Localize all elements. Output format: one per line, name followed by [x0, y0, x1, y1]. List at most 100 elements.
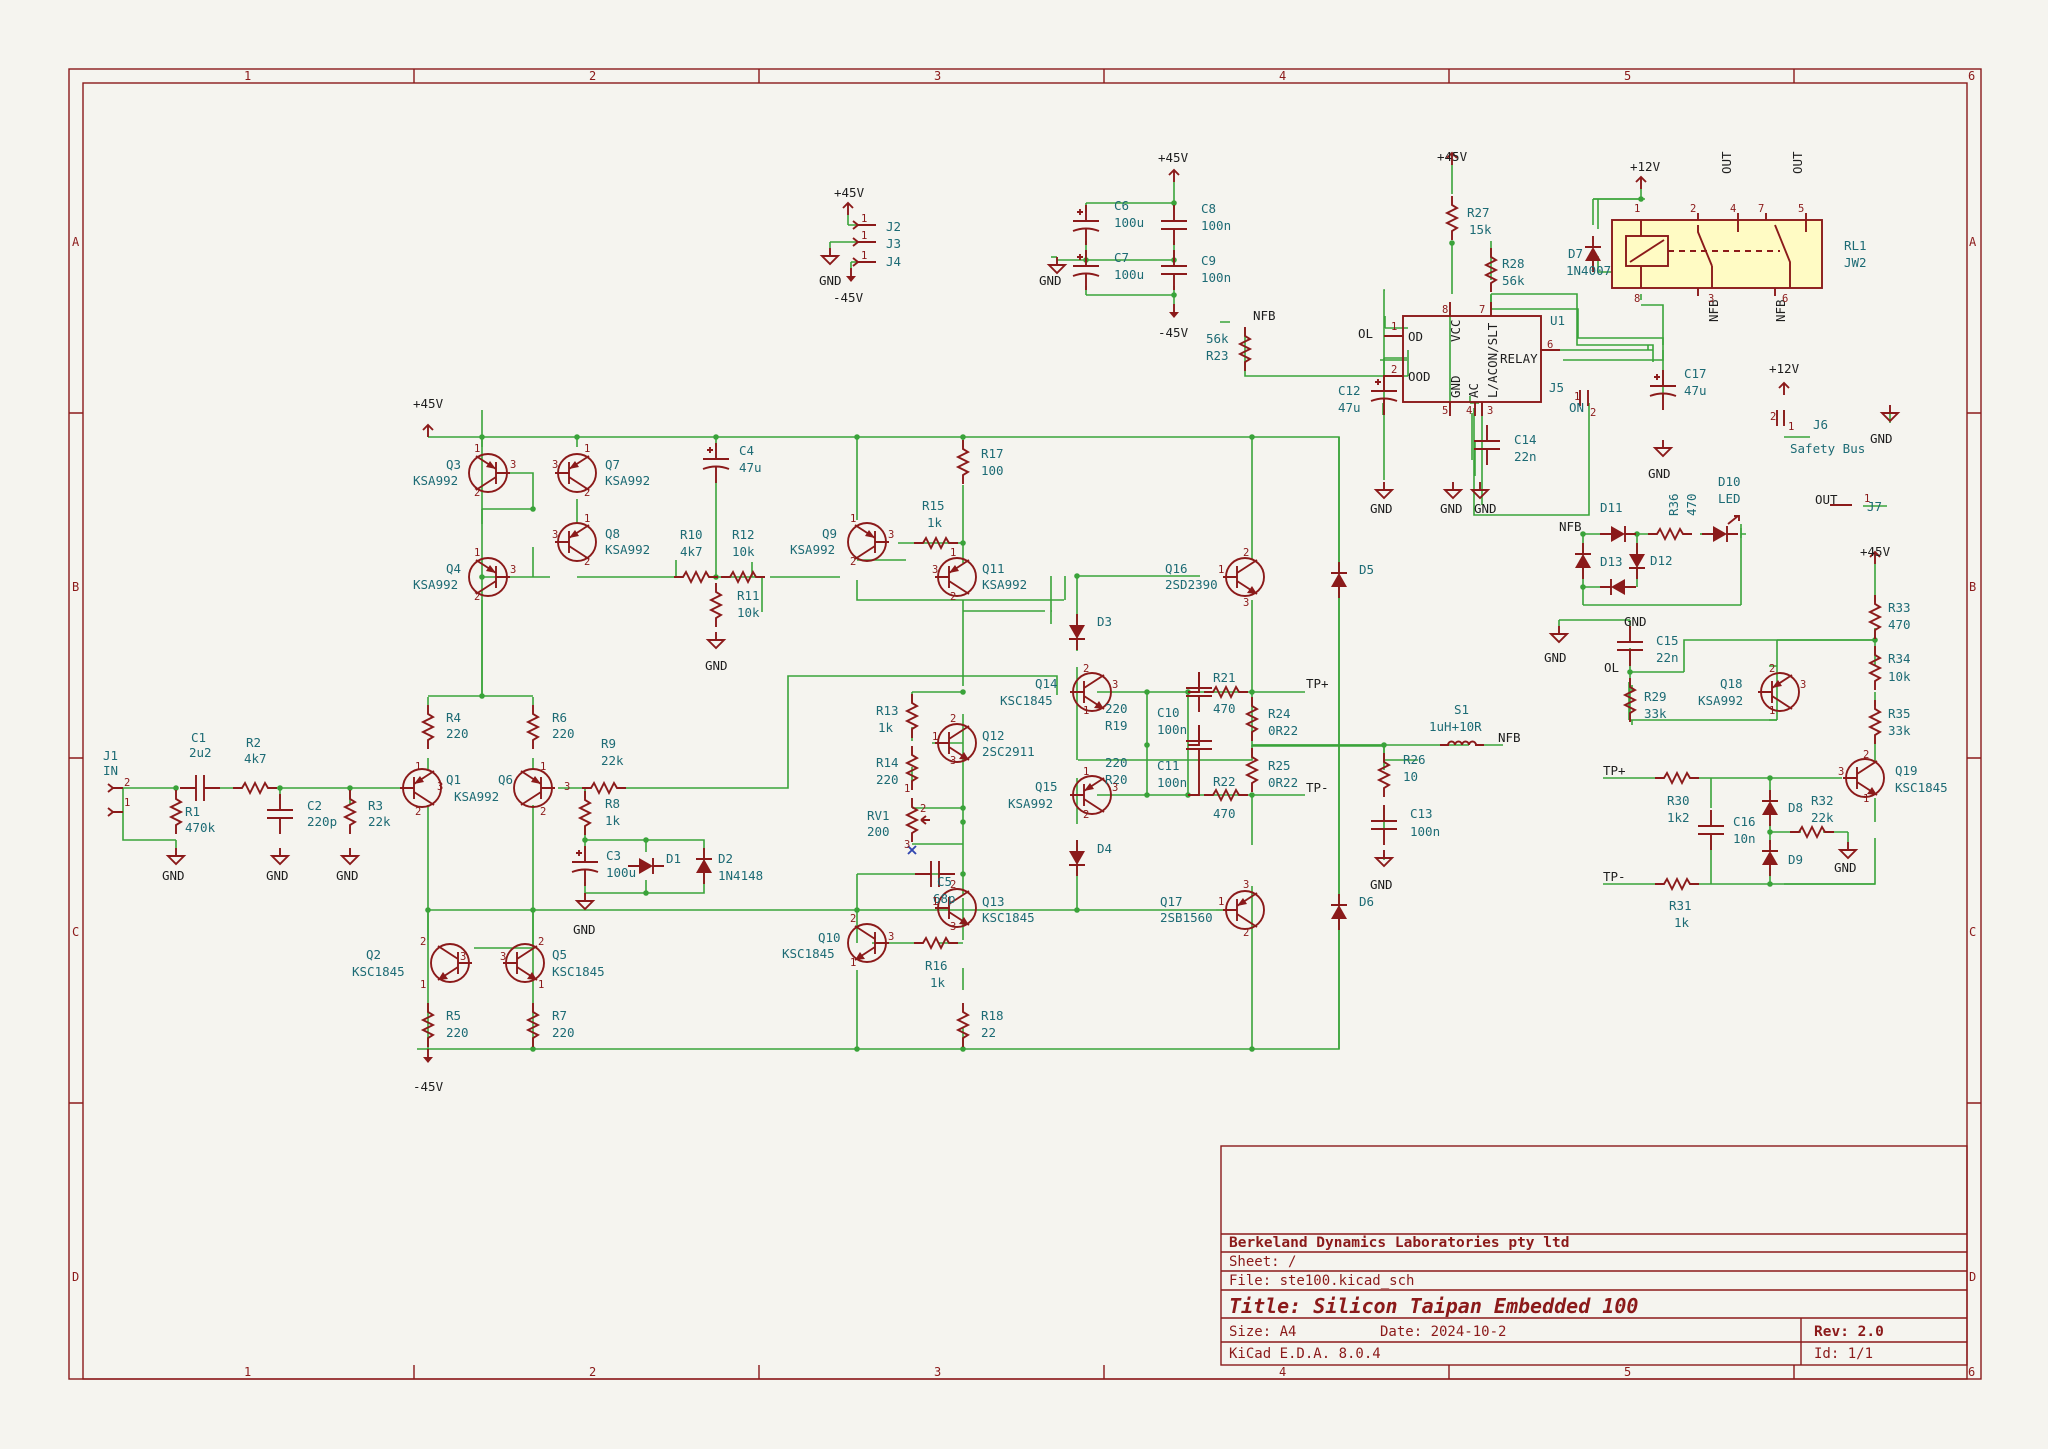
- q6-ref: Q6: [498, 772, 513, 787]
- col-label-4: 4: [1279, 69, 1286, 83]
- svg-text:2: 2: [124, 777, 130, 789]
- nfb-label-3: NFB: [1559, 519, 1582, 534]
- svg-text:6: 6: [1547, 339, 1553, 351]
- svg-text:3: 3: [888, 931, 894, 943]
- r29-ref: R29: [1644, 689, 1667, 704]
- svg-text:1: 1: [932, 731, 938, 743]
- r35-value: 33k: [1888, 723, 1911, 738]
- r9-value: 22k: [601, 753, 624, 768]
- c2-ref: C2: [307, 798, 322, 813]
- c1-ref: C1: [191, 730, 206, 745]
- svg-text:2: 2: [415, 806, 421, 818]
- r14-ref: R14: [876, 755, 899, 770]
- svg-text:3: 3: [1112, 679, 1118, 691]
- r5-ref: R5: [446, 1008, 461, 1023]
- svg-text:1: 1: [1218, 564, 1224, 576]
- svg-text:2: 2: [950, 591, 956, 603]
- r19-value: 220: [1105, 701, 1128, 716]
- p45-label-3: +45V: [1158, 150, 1189, 165]
- d7-value: 1N4007: [1566, 263, 1611, 278]
- out-label-3: OUT: [1790, 151, 1805, 174]
- svg-text:2: 2: [850, 913, 856, 925]
- q7-ref: Q7: [605, 457, 620, 472]
- svg-text:1: 1: [950, 547, 956, 559]
- r8-ref: R8: [605, 796, 620, 811]
- col-label-5-bottom: 5: [1624, 1365, 1631, 1379]
- svg-text:2: 2: [1863, 749, 1869, 761]
- r3-ref: R3: [368, 798, 383, 813]
- c4-value: 47u: [739, 460, 762, 475]
- gnd-label-1: GND: [162, 868, 185, 883]
- u1-pin-labels: OD OOD RELAY VCC L/ACON/SLT GND AC: [1408, 319, 1538, 398]
- c9-value: 100n: [1201, 270, 1231, 285]
- net-labels: +45V -45V +45V -45V +45V -45V +45V +45V …: [162, 149, 1893, 1094]
- d10-ref: D10: [1718, 474, 1741, 489]
- p45-label-2: +45V: [834, 185, 865, 200]
- p45-label-5: +45V: [1860, 544, 1891, 559]
- q4-ref: Q4: [446, 561, 461, 576]
- r14-value: 220: [876, 772, 899, 787]
- d10-value: LED: [1718, 491, 1741, 506]
- q1-ref: Q1: [446, 772, 461, 787]
- d7-ref: D7: [1568, 246, 1583, 261]
- c8-ref: C8: [1201, 201, 1216, 216]
- r10-value: 4k7: [680, 544, 703, 559]
- r20-value: 220: [1105, 755, 1128, 770]
- c15-ref: C15: [1656, 633, 1679, 648]
- svg-text:2: 2: [1690, 203, 1696, 215]
- r35-ref: R35: [1888, 706, 1911, 721]
- col-label-6-bottom: 6: [1968, 1365, 1975, 1379]
- svg-text:3: 3: [1112, 782, 1118, 794]
- c15-value: 22n: [1656, 650, 1679, 665]
- q14-value: KSC1845: [1000, 693, 1053, 708]
- svg-text:1: 1: [474, 547, 480, 559]
- svg-text:2: 2: [474, 487, 480, 499]
- c7-ref: C7: [1114, 250, 1129, 265]
- c4-ref: C4: [739, 443, 754, 458]
- svg-text:8: 8: [1634, 293, 1640, 305]
- rl1-ref: RL1: [1844, 238, 1867, 253]
- j6-value: Safety Bus: [1790, 441, 1865, 456]
- j5-value: ON: [1569, 400, 1584, 415]
- svg-text:2: 2: [1590, 407, 1596, 419]
- r30-value: 1k2: [1667, 810, 1690, 825]
- c13-ref: C13: [1410, 806, 1433, 821]
- col-label-2: 2: [589, 69, 596, 83]
- svg-text:3: 3: [932, 564, 938, 576]
- q14-ref: Q14: [1035, 676, 1058, 691]
- r24-ref: R24: [1268, 706, 1291, 721]
- r7-ref: R7: [552, 1008, 567, 1023]
- svg-text:1: 1: [124, 797, 130, 809]
- r18-ref: R18: [981, 1008, 1004, 1023]
- svg-text:1: 1: [584, 443, 590, 455]
- svg-text:1: 1: [1083, 705, 1089, 717]
- r15-ref: R15: [922, 498, 945, 513]
- row-label-b: B: [72, 580, 79, 594]
- svg-text:3: 3: [888, 529, 894, 541]
- c17-ref: C17: [1684, 366, 1707, 381]
- svg-text:3: 3: [1487, 405, 1493, 417]
- q18-value: KSA992: [1698, 693, 1743, 708]
- q9-value: KSA992: [790, 542, 835, 557]
- gnd-label-5: GND: [705, 658, 728, 673]
- gnd-label-3: GND: [336, 868, 359, 883]
- q17-value: 2SB1560: [1160, 910, 1213, 925]
- svg-text:1: 1: [850, 513, 856, 525]
- r27-value: 15k: [1469, 222, 1492, 237]
- q8-value: KSA992: [605, 542, 650, 557]
- col-label-5: 5: [1624, 69, 1631, 83]
- c6-value: 100u: [1114, 215, 1144, 230]
- gnd-label-4: GND: [573, 922, 596, 937]
- svg-text:2: 2: [1083, 663, 1089, 675]
- c5-ref: C5: [937, 874, 952, 889]
- svg-text:2: 2: [950, 713, 956, 725]
- gnd-label-2: GND: [266, 868, 289, 883]
- svg-text:1: 1: [1083, 766, 1089, 778]
- q8-ref: Q8: [605, 526, 620, 541]
- q13-ref: Q13: [982, 894, 1005, 909]
- r26-ref: R26: [1403, 752, 1426, 767]
- svg-text:3: 3: [510, 459, 516, 471]
- r30-ref: R30: [1667, 793, 1690, 808]
- svg-text:1: 1: [1574, 391, 1580, 403]
